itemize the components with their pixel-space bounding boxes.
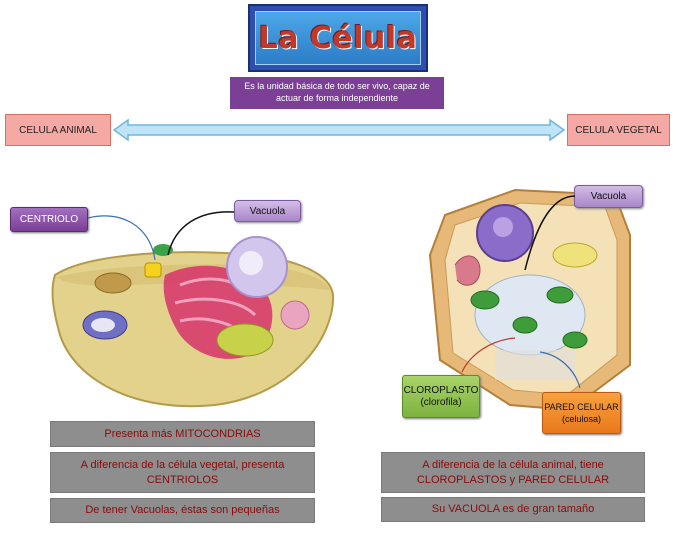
plant-cell-label: CELULA VEGETAL xyxy=(567,114,670,146)
plant-er xyxy=(454,255,481,286)
animal-fact-2-line-2: CENTRIOLOS xyxy=(146,473,219,486)
cloroplasto-label-line-1: CLOROPLASTO xyxy=(403,384,479,396)
plant-cell-label-text: CELULA VEGETAL xyxy=(575,124,662,136)
animal-fact-1: Presenta más MITOCONDRIAS xyxy=(50,421,315,447)
nucleolus xyxy=(239,251,263,275)
animal-cell-label-text: CELULA ANIMAL xyxy=(19,124,97,136)
definition-line-2: actuar de forma independiente xyxy=(275,93,399,103)
plant-fact-1-line-1: A diferencia de la célula animal, tiene xyxy=(422,458,604,471)
centriolo-pointer xyxy=(87,215,156,261)
mitochondrion-1 xyxy=(94,272,132,294)
plant-pointer-lines xyxy=(461,195,581,389)
cloroplasto-pointer xyxy=(461,337,516,373)
plant-nucleolus xyxy=(493,217,513,237)
animal-cell-label: CELULA ANIMAL xyxy=(5,114,111,146)
centriolo-label-text: CENTRIOLO xyxy=(19,214,79,225)
pared-celular-pointer xyxy=(539,351,581,389)
animal-fact-3: De tener Vacuolas, éstas son pequeñas xyxy=(50,498,315,523)
pared-celular-label-line-2: (celulosa) xyxy=(561,414,601,424)
cloroplasto-label: CLOROPLASTO (clorofila) xyxy=(402,375,480,418)
centriole-shape xyxy=(144,262,162,278)
plant-vacuola-pointer xyxy=(524,195,576,271)
golgi-apparatus xyxy=(216,323,274,357)
chloroplast-3 xyxy=(546,286,574,304)
title-panel: La Célula xyxy=(255,11,421,65)
plant-fact-2-text: Su VACUOLA es de gran tamaño xyxy=(431,503,595,515)
animal-vacuola-pointer xyxy=(167,211,235,256)
animal-cell-illustration xyxy=(51,236,335,408)
pared-celular-label-line-1: PARED CELULAR xyxy=(544,402,619,412)
centriolo-label: CENTRIOLO xyxy=(10,207,88,232)
plant-fact-1: A diferencia de la célula animal, tiene … xyxy=(381,452,645,493)
plant-vacuola-label: Vacuola xyxy=(574,185,643,208)
definition-box: Es la unidad básica de todo ser vivo, ca… xyxy=(230,77,444,109)
animal-fact-2: A diferencia de la célula vegetal, prese… xyxy=(50,452,315,493)
animal-pointer-lines xyxy=(87,211,235,261)
title-box: La Célula xyxy=(248,4,428,72)
chloroplast-1 xyxy=(470,290,500,310)
animal-vacuola-label: Vacuola xyxy=(234,200,301,222)
double-arrow-connector xyxy=(112,118,566,142)
pared-celular-label: PARED CELULAR (celulosa) xyxy=(542,392,621,434)
plant-fact-2: Su VACUOLA es de gran tamaño xyxy=(381,497,645,522)
definition-line-1: Es la unidad básica de todo ser vivo, ca… xyxy=(244,81,430,91)
cloroplasto-label-line-2: (clorofila) xyxy=(420,396,462,408)
mitochondrion-inner xyxy=(91,318,115,332)
plant-golgi xyxy=(552,242,598,268)
animal-fact-3-text: De tener Vacuolas, éstas son pequeñas xyxy=(85,504,280,516)
plant-vacuola-label-text: Vacuola xyxy=(590,191,627,202)
chloroplast-2 xyxy=(512,316,538,334)
lysosome xyxy=(280,300,310,330)
page-title: La Célula xyxy=(258,20,418,56)
plant-cell-illustration xyxy=(428,188,631,412)
animal-fact-2-line-1: A diferencia de la célula vegetal, prese… xyxy=(80,458,285,471)
chloroplast-4 xyxy=(562,331,588,349)
animal-vacuola-label-text: Vacuola xyxy=(249,205,286,217)
animal-fact-1-text: Presenta más MITOCONDRIAS xyxy=(104,427,261,440)
plant-fact-1-line-2: CLOROPLASTOS y PARED CELULAR xyxy=(416,473,610,486)
